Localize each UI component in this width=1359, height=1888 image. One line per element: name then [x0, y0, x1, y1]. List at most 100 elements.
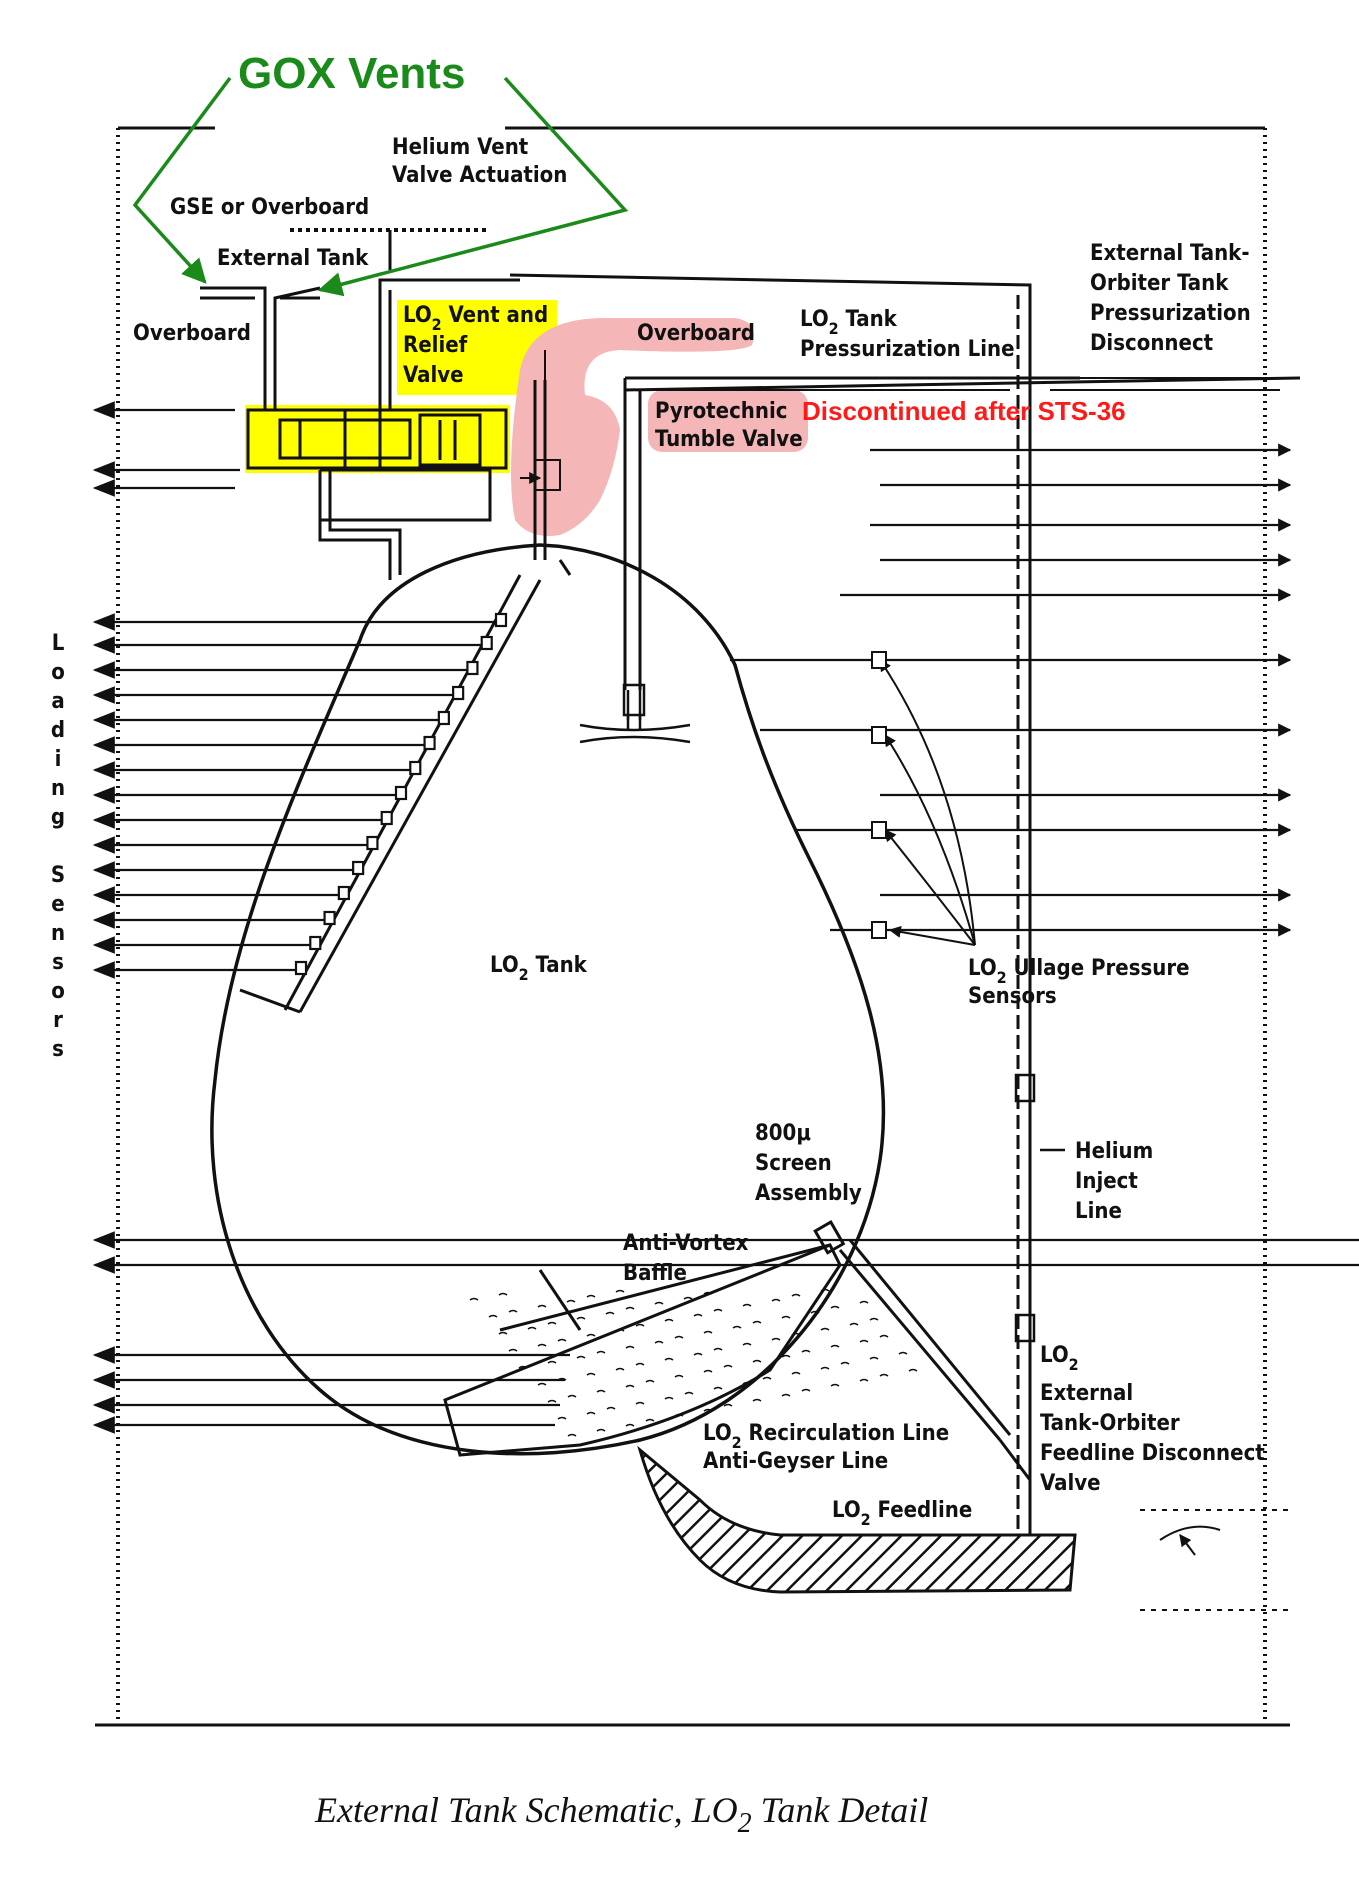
screen-mark: [596, 1428, 606, 1432]
helium-inject-label-1: Helium: [1075, 1139, 1153, 1164]
loading-sensors-letter: d: [51, 718, 65, 743]
screen-mark: [527, 1326, 537, 1330]
orbiter-disconnect-label-3: Pressurization: [1090, 301, 1251, 326]
loading-sensor: [394, 785, 408, 801]
loading-sensors-letter: r: [53, 1008, 63, 1033]
loading-sensor-lines: [92, 401, 1359, 1434]
screen-mark: [674, 1374, 684, 1378]
screen-mark: [615, 1367, 625, 1371]
screen-mark: [859, 1300, 869, 1304]
screen-mark: [869, 1317, 879, 1321]
screen-mark: [781, 1354, 791, 1358]
screen-mark: [625, 1423, 635, 1427]
helium-inject-valves: [1014, 1073, 1065, 1343]
screen-mark: [771, 1298, 781, 1302]
screen-mark: [752, 1398, 762, 1402]
loading-sensor: [309, 935, 322, 951]
outer-frame: [95, 126, 1290, 1727]
loading-sensor: [452, 685, 465, 701]
helium-inject-label-2: Inject: [1075, 1169, 1138, 1194]
lo2-tank-label: LO2 Tank: [490, 953, 588, 984]
helium-inject-label-3: Line: [1075, 1199, 1122, 1224]
pressurization-line: [625, 377, 1280, 391]
screen-mark: [625, 1384, 635, 1388]
feedline-disconnect-label-4: Feedline Disconnect: [1040, 1441, 1265, 1466]
screen-mark: [830, 1344, 840, 1348]
screen-mark: [683, 1296, 693, 1300]
vent-relief-valve: [246, 408, 508, 470]
vent-relief-label-2: Relief: [403, 333, 468, 358]
screen-mark: [576, 1355, 586, 1359]
screen-mark: [635, 1323, 645, 1327]
screen-mark: [537, 1343, 547, 1347]
screen-mark: [547, 1399, 557, 1403]
loading-sensor: [437, 710, 450, 726]
screen-mark: [576, 1316, 586, 1320]
orbiter-disconnect-label-2: Orbiter Tank: [1090, 271, 1229, 296]
screen-mark: [469, 1297, 479, 1301]
feedline-disconnect-label-3: Tank-Orbiter: [1040, 1411, 1180, 1436]
screen-mark: [567, 1433, 577, 1437]
screen-mark: [547, 1321, 557, 1325]
screen-mark: [606, 1406, 616, 1410]
loading-sensors-letter: o: [51, 660, 65, 685]
screen-mark: [781, 1315, 791, 1319]
feedline-disconnect-label-1: LO2: [1040, 1343, 1079, 1374]
loading-sensors-letter: n: [51, 776, 65, 801]
screen-mark: [547, 1360, 557, 1364]
screen-mark: [664, 1357, 674, 1361]
screen-mark: [645, 1379, 655, 1383]
screen-mark: [742, 1381, 752, 1385]
screen-mark: [635, 1362, 645, 1366]
screen-mark: [557, 1377, 567, 1381]
recirc-label-2: Anti-Geyser Line: [703, 1449, 888, 1474]
screen-mark: [664, 1396, 674, 1400]
loading-sensor: [409, 760, 422, 776]
screen-mark: [801, 1388, 811, 1392]
screen-mark: [498, 1292, 508, 1296]
feedline-disconnect-label-2: External: [1040, 1381, 1133, 1406]
screen-mark: [625, 1306, 635, 1310]
screen-mark: [732, 1325, 742, 1329]
pressurization-label-2: Pressurization Line: [800, 337, 1015, 362]
tumble-valve: [520, 350, 561, 491]
lo2-feedline: [637, 1439, 1077, 1594]
screen-mark: [713, 1308, 723, 1312]
feedline-label: LO2 Feedline: [832, 1498, 972, 1529]
screen-mark: [596, 1389, 606, 1393]
screen-mark: [713, 1347, 723, 1351]
discontinued-annotation: Discontinued after STS-36: [802, 396, 1126, 426]
screen-mark: [879, 1334, 889, 1338]
gse-overboard-label: GSE or Overboard: [170, 195, 369, 220]
helium-vent-label-1: Helium Vent: [392, 135, 529, 160]
screen-mark: [586, 1411, 596, 1415]
loading-sensors-letter: S: [51, 863, 65, 888]
loading-sensor: [494, 612, 508, 628]
screen-label-1: 800μ: [755, 1121, 811, 1146]
screen-mark: [605, 1311, 615, 1315]
loading-sensors-letter: L: [52, 631, 65, 656]
screen-mark: [703, 1330, 713, 1334]
screen-mark: [693, 1313, 703, 1317]
screen-mark: [898, 1351, 908, 1355]
screen-mark: [849, 1322, 859, 1326]
anti-vortex-baffle: [443, 1220, 1012, 1457]
screen-mark: [791, 1332, 801, 1336]
screen-mark: [879, 1373, 889, 1377]
overboard-top-label: Overboard: [637, 321, 755, 346]
anti-vortex-label-1: Anti-Vortex: [623, 1231, 749, 1256]
feedline-disconnect-label-5: Valve: [1040, 1471, 1101, 1496]
screen-mark: [703, 1369, 713, 1373]
screen-mark: [557, 1338, 567, 1342]
lo2-tank-outline: [210, 543, 886, 1456]
screen-mark: [537, 1382, 547, 1386]
ullage-vent-pipe: [579, 683, 691, 744]
screen-mark: [674, 1335, 684, 1339]
screen-mark: [713, 1386, 723, 1390]
loading-sensor: [423, 735, 436, 751]
screen-label-2: Screen: [755, 1151, 832, 1176]
screen-mark: [498, 1331, 508, 1335]
gox-arrows: [132, 76, 629, 297]
pyrotechnic-label-2: Tumble Valve: [655, 427, 803, 452]
